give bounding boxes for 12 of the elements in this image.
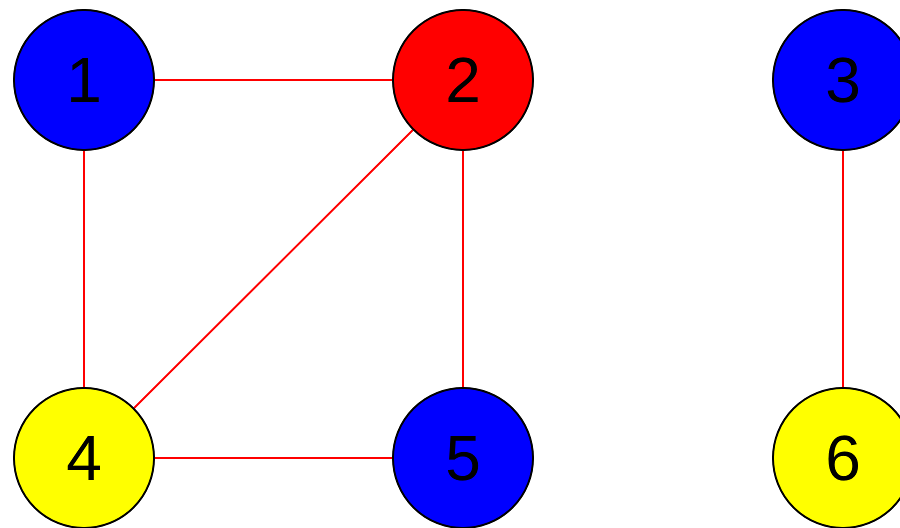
- node-number: 4: [66, 426, 102, 490]
- node-number: 5: [445, 426, 481, 490]
- node-number: 3: [825, 48, 861, 112]
- node-number: 2: [445, 48, 481, 112]
- connector-line: [155, 79, 392, 81]
- connector-line: [462, 151, 464, 387]
- connector-line: [155, 457, 392, 459]
- connector-line: [83, 151, 85, 387]
- node-number: 6: [825, 426, 861, 490]
- node-number: 1: [66, 48, 102, 112]
- connector-line: [842, 151, 844, 387]
- connector-line: [134, 129, 414, 409]
